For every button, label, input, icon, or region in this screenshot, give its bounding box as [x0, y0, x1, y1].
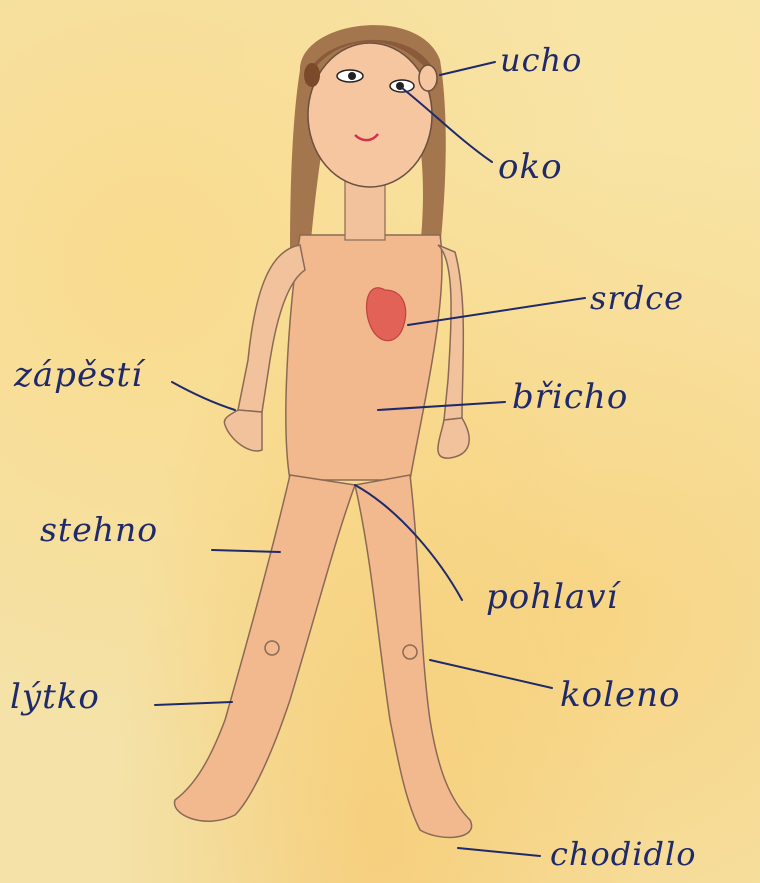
line-zapesti [172, 382, 235, 410]
left-ear [304, 63, 320, 87]
label-pohlavi: pohlaví [486, 580, 618, 614]
label-stehno: stehno [40, 513, 158, 546]
right-ear [419, 65, 437, 91]
torso [286, 235, 442, 480]
right-leg [355, 475, 472, 837]
line-lysko [155, 702, 232, 705]
line-koleno [430, 660, 552, 688]
label-chodidlo: chodidlo [550, 838, 697, 870]
label-lysko: lýtko [10, 680, 100, 714]
line-chodidlo [458, 848, 540, 856]
face [308, 43, 432, 187]
label-bricho: břicho [512, 380, 628, 414]
label-oko: oko [498, 150, 563, 184]
label-zapesti: zápěstí [14, 358, 143, 392]
label-koleno: koleno [560, 678, 680, 712]
line-ucho [440, 62, 495, 75]
label-ucho: ucho [500, 44, 582, 76]
right-hand [438, 418, 469, 458]
line-stehno [212, 550, 280, 552]
left-hand [224, 410, 262, 451]
label-srdce: srdce [590, 282, 684, 314]
